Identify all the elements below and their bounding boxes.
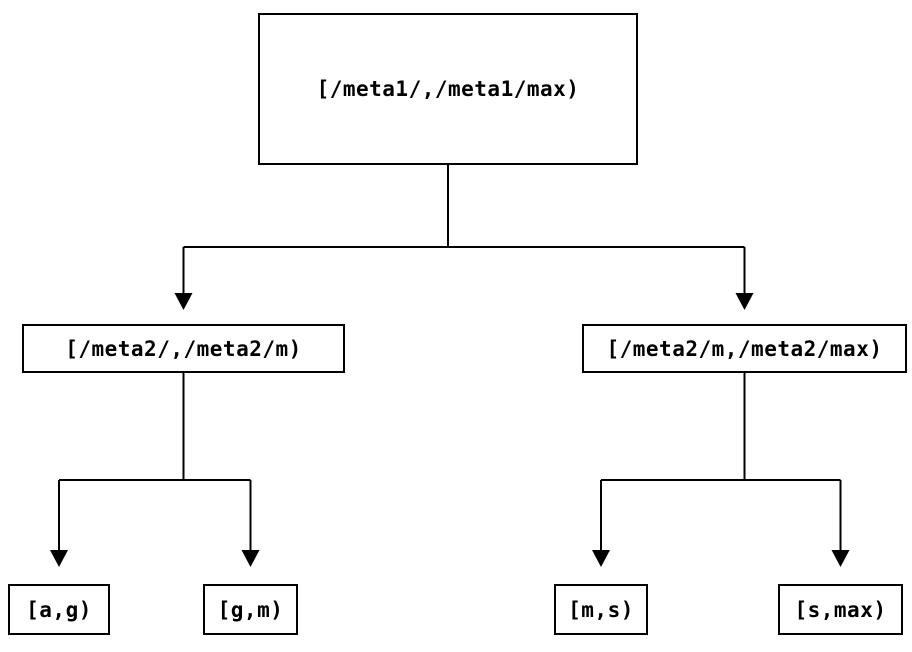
node-leaf-g-m: [g,m) bbox=[203, 584, 298, 635]
node-leaf-m-s: [m,s) bbox=[554, 584, 648, 635]
arrowhead-icon bbox=[50, 550, 68, 567]
node-meta2-high-range: [/meta2/m,/meta2/max) bbox=[582, 324, 907, 373]
node-root-meta1-range: [/meta1/,/meta1/max) bbox=[258, 13, 638, 165]
arrowhead-icon bbox=[735, 293, 754, 310]
node-leaf-a-g: [a,g) bbox=[8, 584, 110, 635]
arrowhead-icon bbox=[241, 550, 260, 567]
node-leaf-s-max: [s,max) bbox=[778, 584, 903, 635]
arrowhead-icon bbox=[831, 550, 850, 567]
node-meta2-low-range: [/meta2/,/meta2/m) bbox=[22, 324, 345, 373]
arrowhead-icon bbox=[592, 550, 610, 567]
arrowhead-icon bbox=[174, 293, 193, 310]
